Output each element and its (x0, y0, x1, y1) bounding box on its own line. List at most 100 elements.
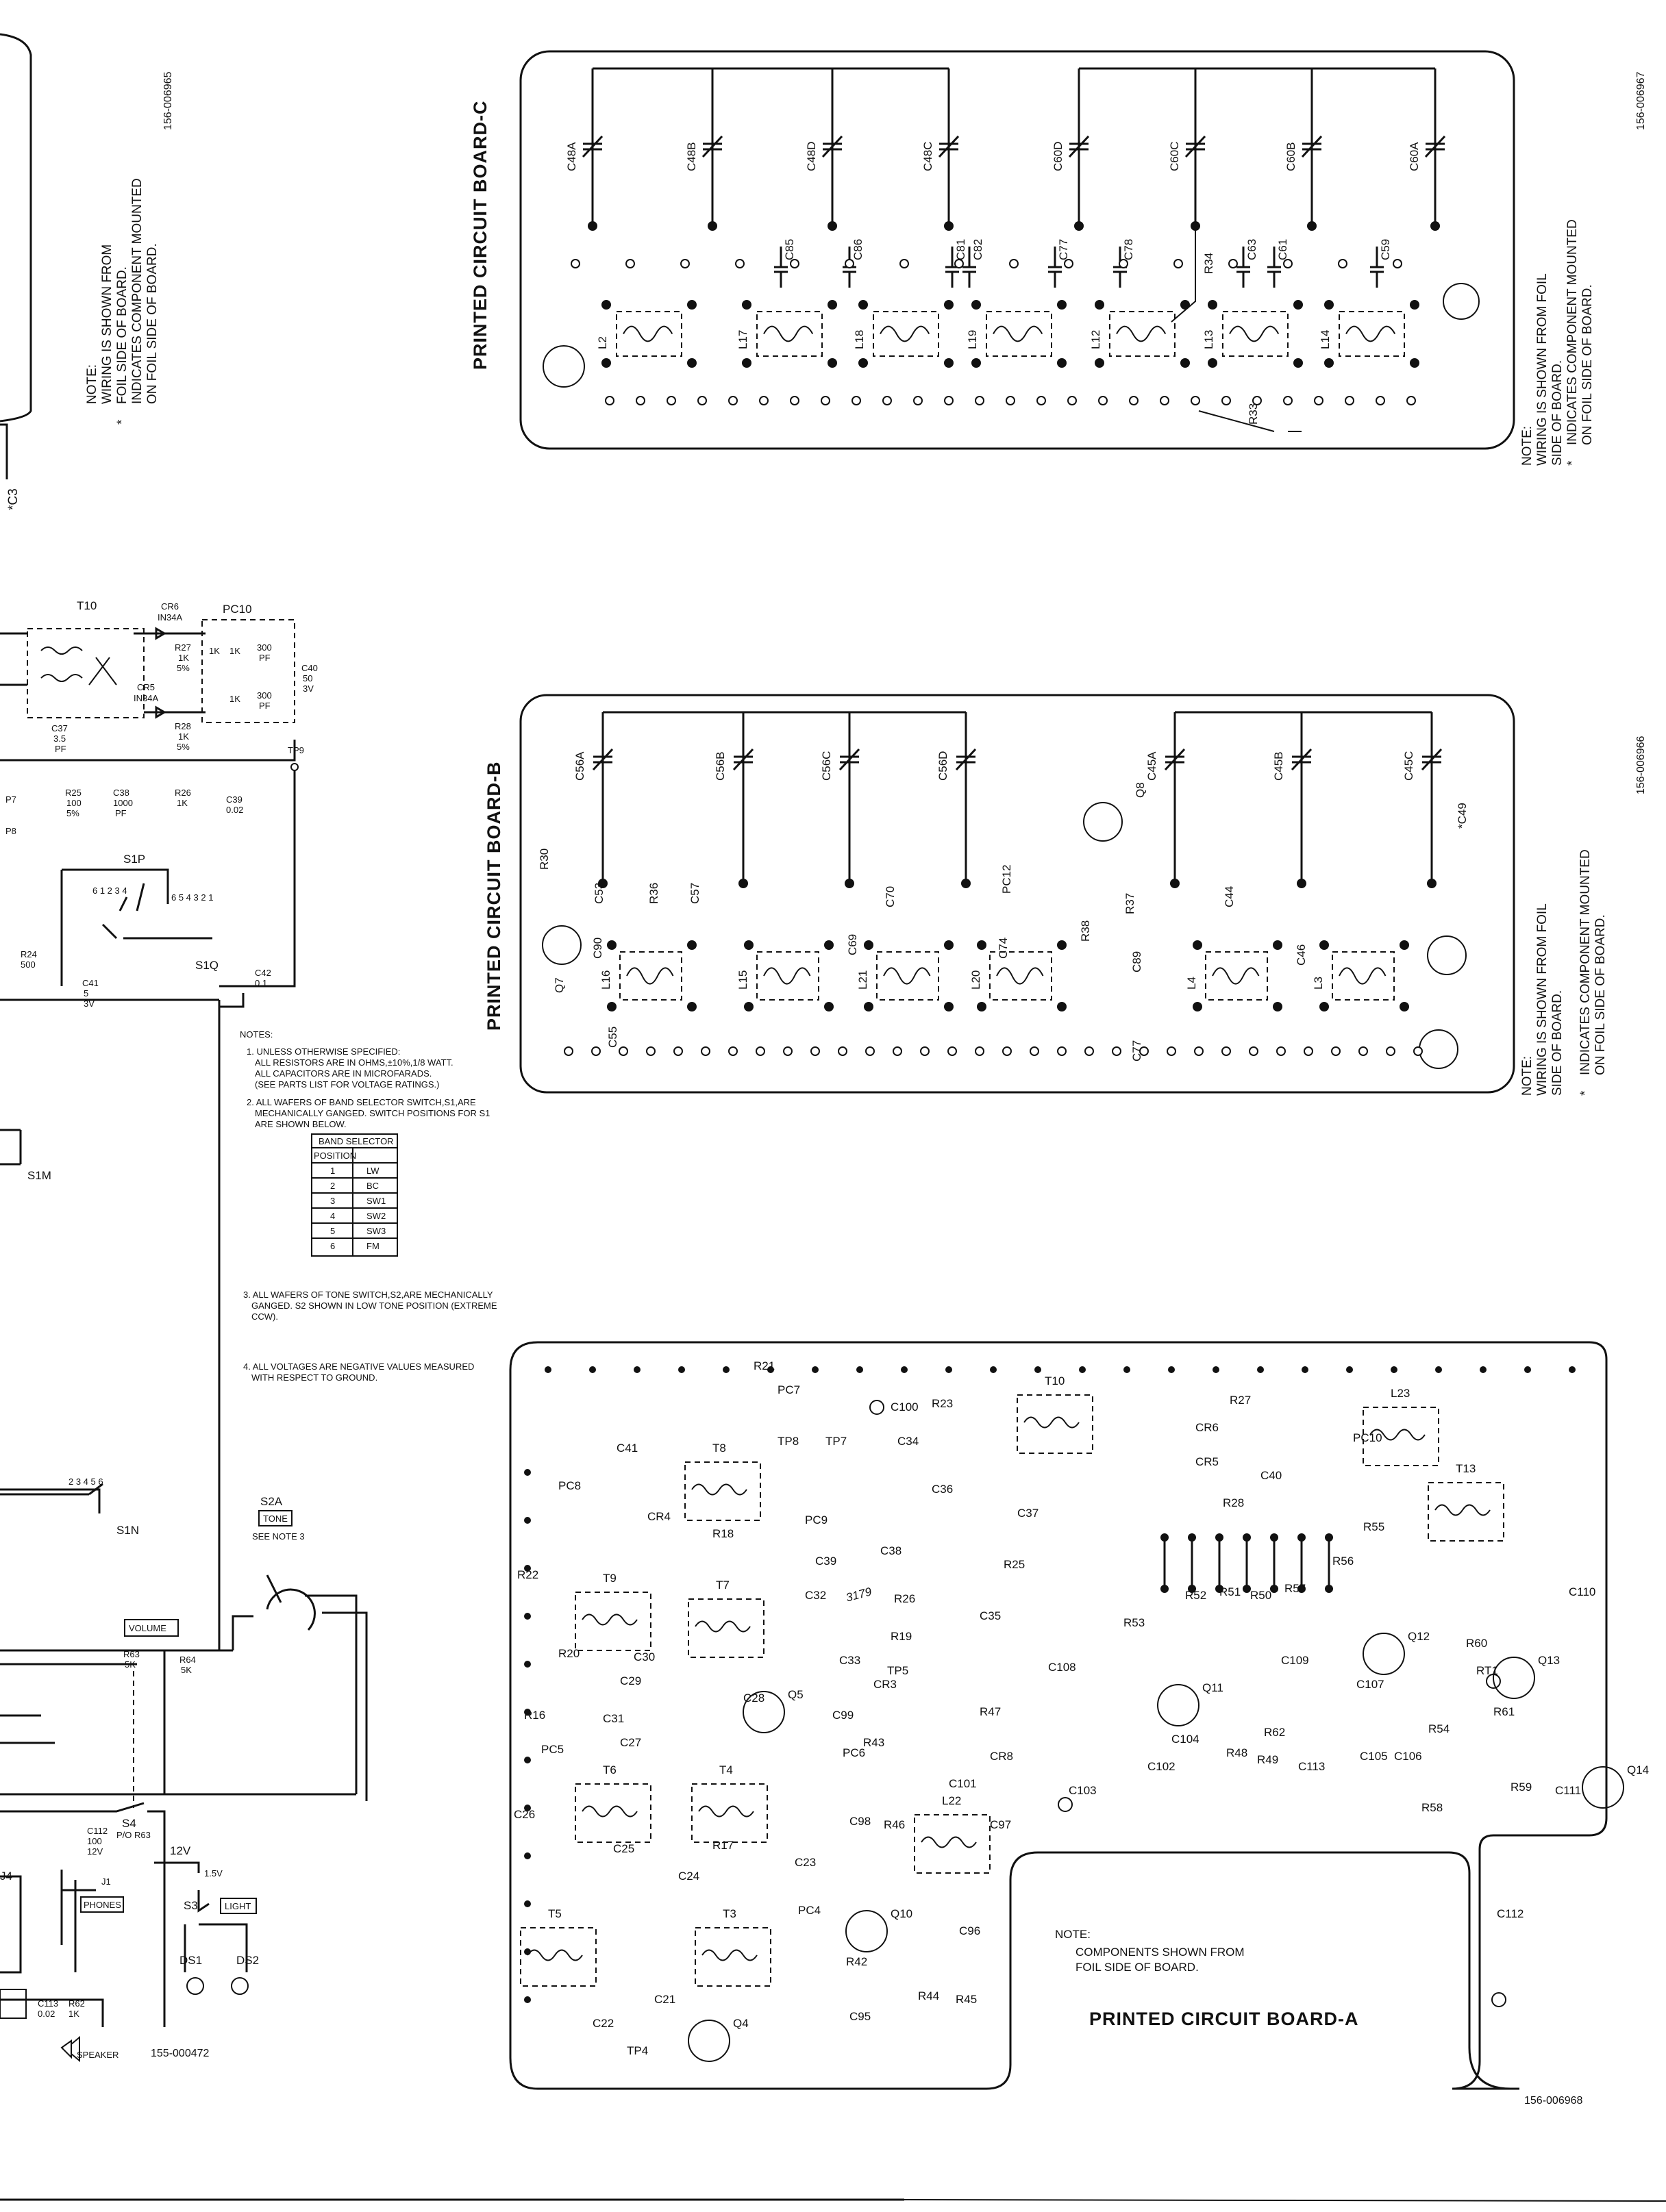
board-b-label-c56a: C56A (573, 751, 586, 781)
board-b-label-c44: C44 (1223, 886, 1236, 907)
board-a-label-pc9: PC9 (805, 1513, 828, 1526)
band-position-5: 5 (330, 1226, 335, 1236)
board-b-label-pc12: PC12 (1000, 864, 1013, 894)
speaker-icon (60, 2035, 80, 2063)
note-4b: WITH RESPECT TO GROUND. (251, 1372, 377, 1383)
board-a-label-q11: Q11 (1202, 1681, 1223, 1694)
board-a-label-cr5: CR5 (1195, 1455, 1219, 1468)
c40-label: C40 (301, 663, 318, 673)
board-b-label-c56b: C56B (714, 751, 727, 781)
cr6-value: IN34A (158, 612, 182, 623)
board-a-label-c108: C108 (1048, 1661, 1076, 1674)
r25-value: 100 (66, 798, 82, 808)
c113-value: 0.02 (38, 2009, 55, 2019)
note-1d: (SEE PARTS LIST FOR VOLTAGE RATINGS.) (255, 1079, 439, 1090)
board-c-doc-number: 156-006967 (1635, 71, 1647, 130)
phones-label: PHONES (84, 1900, 121, 1910)
board-c-label-l19: L19 (966, 330, 979, 349)
board-a-label-cr4: CR4 (647, 1510, 671, 1523)
board-b-label-c56d: C56D (936, 751, 949, 781)
board-a-label-r54: R54 (1428, 1722, 1450, 1735)
board-a-label-q12: Q12 (1408, 1630, 1430, 1643)
board-a-label-c21: C21 (654, 1993, 675, 2006)
board-b-note-star: * (1578, 1090, 1593, 1096)
board-a-label-r28: R28 (1223, 1496, 1244, 1509)
ds2-lamp-icon (231, 1977, 249, 1995)
c38-label: C38 (113, 788, 129, 798)
q8-transistor-icon (1083, 802, 1123, 842)
board-a-label-c102: C102 (1147, 1760, 1176, 1773)
board-a-hole-1 (869, 1400, 884, 1415)
note-2b: MECHANICALLY GANGED. SWITCH POSITIONS FO… (255, 1108, 490, 1118)
c112-label: C112 (87, 1826, 108, 1836)
board-a-label-c109: C109 (1281, 1654, 1309, 1667)
t10-box (27, 628, 145, 718)
board-b-label-l3: L3 (1312, 977, 1325, 990)
board-a-label-c29: C29 (620, 1674, 641, 1687)
v12-label: 12V (170, 1844, 191, 1857)
ds1-lamp-icon (186, 1977, 204, 1995)
board-a-label-r42: R42 (846, 1955, 867, 1968)
board-c-label-c61: C61 (1276, 239, 1289, 260)
board-a-label-c22: C22 (593, 2017, 614, 2030)
c41-label: C41 (82, 978, 99, 988)
c113-label: C113 (38, 1998, 58, 2009)
board-c-note-star: * (1565, 460, 1580, 466)
board-a-label-c24: C24 (678, 1870, 699, 1883)
board-b-label-c56c: C56C (820, 751, 833, 781)
board-c-label-c48a: C48A (565, 142, 578, 171)
board-c-label-c60a: C60A (1408, 142, 1421, 171)
q7-transistor-icon (542, 925, 582, 965)
band-table-header-position: POSITION (314, 1151, 356, 1161)
band-name-sw3: SW3 (366, 1226, 386, 1236)
c112-volt: 12V (87, 1846, 103, 1857)
c38-value: 1000 (113, 798, 133, 808)
r25-label: R25 (65, 788, 82, 798)
board-b-mount-hole-lower (1419, 1029, 1458, 1069)
board-c-label-r34: R34 (1202, 253, 1215, 274)
pc10-c1: 300 (257, 642, 272, 653)
board-a-label-c35: C35 (980, 1609, 1001, 1622)
band-position-6: 6 (330, 1241, 335, 1251)
t10-label: T10 (77, 599, 97, 612)
board-a-label-r60: R60 (1466, 1637, 1487, 1650)
r64-label: R64 (179, 1655, 196, 1665)
c40-value: 50 (303, 673, 312, 683)
board-a-label-r59: R59 (1510, 1781, 1532, 1794)
board-a-label-c111: C111 (1555, 1784, 1581, 1797)
r28-tol: 5% (177, 742, 190, 752)
note-3b: GANGED. S2 SHOWN IN LOW TONE POSITION (E… (251, 1300, 497, 1311)
pc10-r3: 1K (229, 694, 240, 704)
c37-label: C37 (51, 723, 68, 733)
top-left-note: *C3 NOTE: WIRING IS SHOWN FROM FOIL SIDE… (0, 33, 174, 510)
board-b-label-r36: R36 (647, 883, 660, 904)
board-b-label-l4: L4 (1185, 977, 1198, 990)
band-name-bc: BC (366, 1181, 379, 1191)
s3-label: S3 (184, 1899, 198, 1912)
r26-label: R26 (175, 788, 191, 798)
j1-label: J1 (101, 1876, 111, 1887)
board-a-hole-2 (1058, 1797, 1073, 1812)
top-note-star: * (115, 419, 129, 425)
board-a-label-t13: T13 (1456, 1462, 1476, 1475)
board-a-label-r27: R27 (1230, 1394, 1251, 1407)
r27-label: R27 (175, 642, 191, 653)
board-a-label-r62: R62 (1264, 1726, 1285, 1739)
board-a-label-r58: R58 (1421, 1801, 1443, 1814)
board-c-label-c60c: C60C (1168, 142, 1181, 171)
board-c-note-line4: ON FOIL SIDE OF BOARD. (1580, 284, 1595, 445)
board-a-label-cr6: CR6 (1195, 1421, 1219, 1434)
board-b-note-line2: SIDE OF BOARD. (1550, 990, 1565, 1096)
board-c-label-l17: L17 (736, 330, 749, 349)
board-b-label-c45a: C45A (1145, 751, 1158, 781)
tp9-point (290, 763, 299, 771)
r24-value: 500 (21, 959, 36, 970)
board-a-label-t5: T5 (548, 1907, 562, 1920)
c41-value: 5 (84, 988, 88, 998)
board-c-note-line1: WIRING IS SHOWN FROM FOIL (1535, 273, 1550, 466)
band-table-title: BAND SELECTOR (319, 1136, 394, 1146)
s1q-contacts: 6 5 4 3 2 1 (171, 892, 213, 903)
board-c-note-head: NOTE: (1520, 426, 1534, 466)
board-b-label-l16: L16 (599, 970, 612, 990)
